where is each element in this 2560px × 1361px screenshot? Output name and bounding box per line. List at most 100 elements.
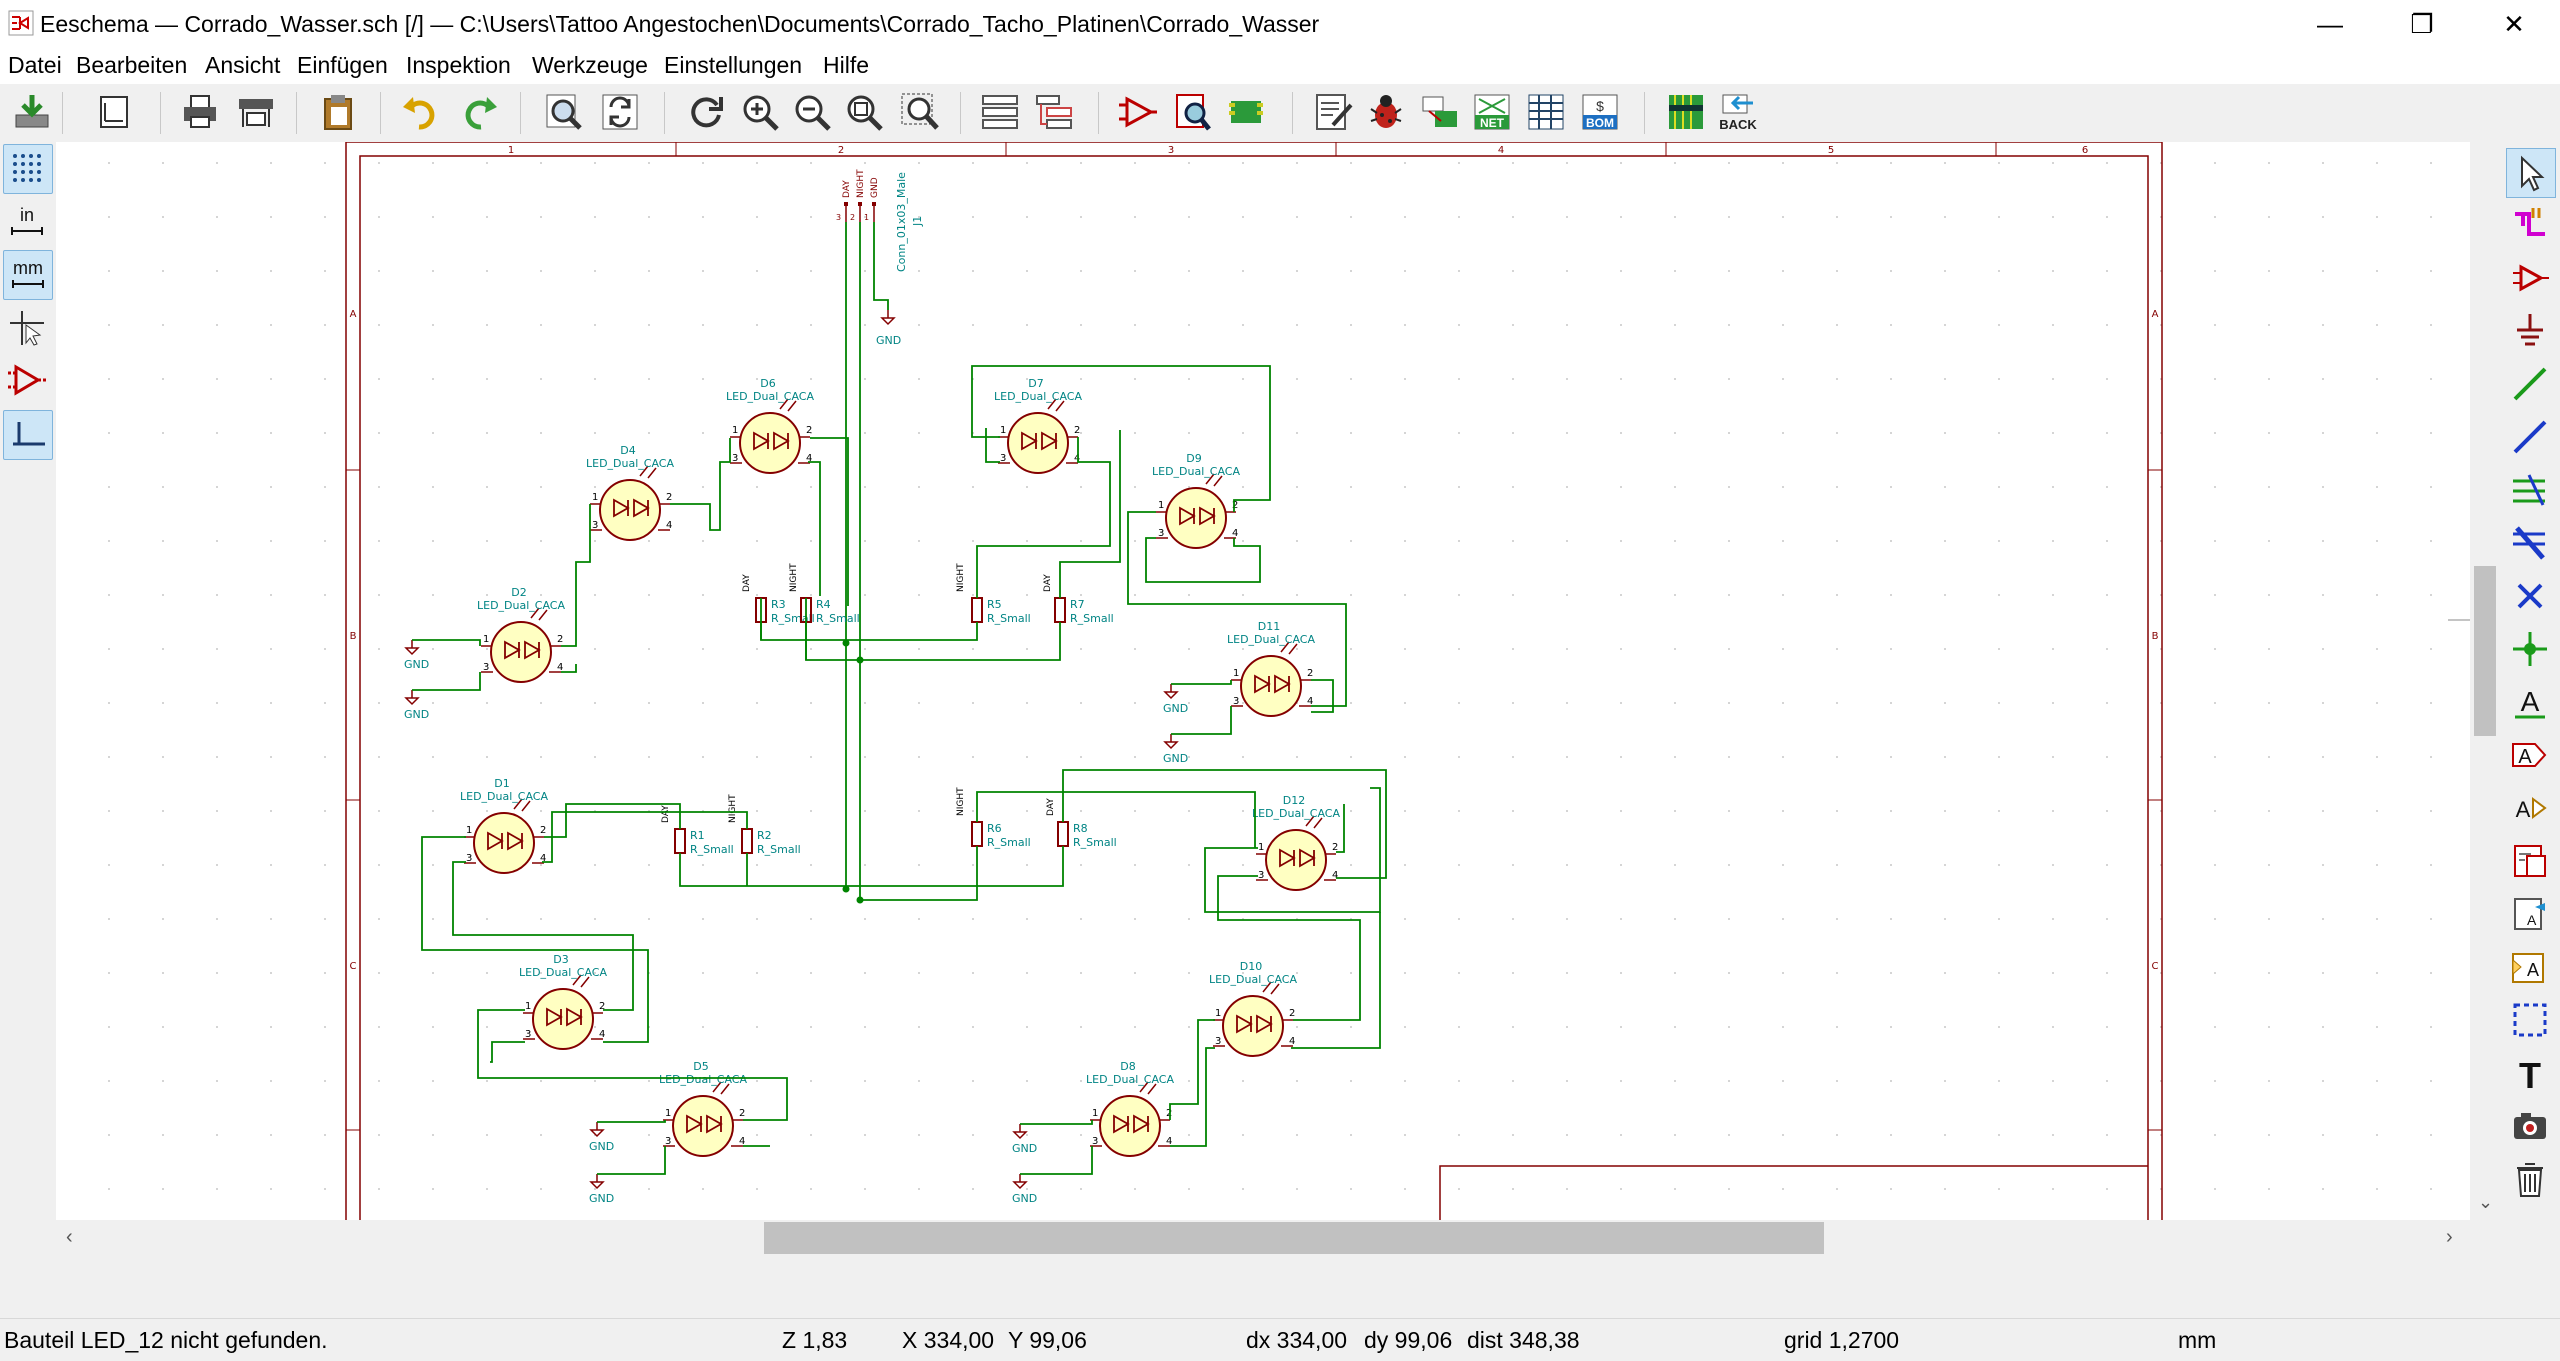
gnd-symbol[interactable] — [589, 1174, 605, 1190]
wire[interactable] — [477, 1009, 788, 1121]
paste-button[interactable] — [314, 87, 362, 137]
plot-button[interactable] — [232, 87, 280, 137]
print-button[interactable] — [176, 87, 224, 137]
zoom-fit-button[interactable] — [840, 87, 888, 137]
connector-j1[interactable] — [844, 202, 876, 222]
wire[interactable] — [670, 438, 731, 531]
mm-units-button[interactable]: mm — [3, 250, 53, 300]
wire[interactable] — [412, 639, 481, 646]
wire[interactable] — [1217, 875, 1361, 1000]
delete-button[interactable] — [2506, 1155, 2554, 1203]
back-annotate-button[interactable]: BACK — [1714, 87, 1762, 137]
menu-datei[interactable]: Datei — [8, 52, 62, 78]
add-global-label-button[interactable]: A — [2506, 731, 2554, 779]
vertical-scrollbar[interactable]: ⌄ — [2470, 142, 2500, 1220]
menu-hilfe[interactable]: Hilfe — [823, 52, 870, 78]
wire[interactable] — [1169, 1019, 1215, 1120]
add-sheet-button[interactable] — [2506, 837, 2554, 885]
wire[interactable] — [597, 1120, 666, 1123]
hierarchy-navigator-button[interactable] — [976, 87, 1024, 137]
add-bus-entry-button[interactable] — [2506, 519, 2554, 567]
wire[interactable] — [1291, 912, 1381, 1049]
zoom-out-button[interactable] — [788, 87, 836, 137]
gnd-symbol[interactable] — [404, 640, 420, 656]
led-d9[interactable] — [1156, 473, 1236, 549]
wire[interactable] — [1145, 537, 1261, 583]
menu-inspektion[interactable]: Inspektion — [406, 52, 511, 78]
scroll-left-icon[interactable]: ‹ — [66, 1226, 73, 1248]
gnd-symbol[interactable] — [1163, 734, 1179, 750]
menu-ansicht[interactable]: Ansicht — [205, 52, 281, 78]
led-d7[interactable] — [998, 398, 1078, 474]
junction-dot[interactable] — [856, 656, 864, 664]
led-d11[interactable] — [1231, 641, 1311, 717]
save-button[interactable] — [8, 87, 56, 137]
scroll-right-icon[interactable]: › — [2446, 1226, 2453, 1248]
wire[interactable] — [985, 428, 1000, 463]
led-d12[interactable] — [1256, 815, 1336, 891]
junction-dot[interactable] — [842, 885, 850, 893]
page-settings-button[interactable] — [90, 87, 138, 137]
bom-button[interactable]: $BOM — [1576, 87, 1624, 137]
close-button[interactable]: ✕ — [2468, 0, 2560, 48]
select-tool-button[interactable] — [2506, 148, 2556, 198]
scroll-down-icon[interactable]: ⌄ — [2478, 1192, 2494, 1212]
wire[interactable] — [542, 811, 748, 863]
wire[interactable] — [1311, 679, 1334, 713]
vertical-scroll-thumb[interactable] — [2474, 566, 2496, 736]
wire[interactable] — [846, 846, 1064, 887]
wire[interactable] — [1336, 804, 1345, 853]
wire[interactable] — [597, 1146, 666, 1175]
menu-bearbeiten[interactable]: Bearbeiten — [76, 52, 188, 78]
led-d1[interactable] — [464, 798, 544, 874]
add-bus-button[interactable] — [2506, 413, 2554, 461]
minimize-button[interactable]: — — [2284, 0, 2376, 48]
import-sheet-pin-button[interactable]: A — [2506, 890, 2554, 938]
wire[interactable] — [810, 437, 849, 606]
wire[interactable] — [1293, 1000, 1361, 1021]
wire[interactable] — [971, 365, 1271, 512]
undo-button[interactable] — [398, 87, 446, 137]
wire[interactable] — [1020, 1146, 1093, 1175]
find-replace-button[interactable] — [596, 87, 644, 137]
wire-45-degree-button[interactable] — [3, 410, 53, 460]
junction-dot[interactable] — [856, 896, 864, 904]
annotate-button[interactable] — [1310, 87, 1358, 137]
gnd-symbol[interactable] — [589, 1122, 605, 1138]
add-wire-button[interactable] — [2506, 360, 2554, 408]
wire[interactable] — [561, 664, 577, 673]
wire[interactable] — [1062, 769, 1387, 879]
gnd-symbol[interactable] — [1163, 684, 1179, 700]
redraw-button[interactable] — [682, 87, 730, 137]
no-connect-button[interactable] — [2506, 572, 2554, 620]
gnd-symbol[interactable] — [404, 690, 420, 706]
gnd-symbol[interactable] — [1012, 1124, 1028, 1140]
add-image-button[interactable] — [2506, 1102, 2554, 1150]
maximize-button[interactable]: ❐ — [2376, 0, 2468, 48]
wire[interactable] — [808, 461, 821, 596]
add-sheet-pin-button[interactable]: A — [2506, 943, 2554, 991]
wire[interactable] — [846, 622, 978, 641]
zoom-in-button[interactable] — [736, 87, 784, 137]
wire[interactable] — [1059, 430, 1121, 598]
wire[interactable] — [1020, 1120, 1093, 1125]
add-wire-bus-entry-button[interactable] — [2506, 466, 2554, 514]
netlist-button[interactable]: NET — [1468, 87, 1516, 137]
led-d8[interactable] — [1090, 1081, 1170, 1157]
led-d2[interactable] — [481, 607, 561, 683]
wire[interactable] — [679, 853, 846, 887]
add-symbol-button[interactable] — [2506, 254, 2554, 302]
wire[interactable] — [860, 622, 1061, 661]
wire[interactable] — [976, 437, 1111, 598]
junction-dot[interactable] — [842, 639, 850, 647]
wire[interactable] — [873, 222, 889, 310]
symbol-editor-button[interactable] — [1114, 87, 1162, 137]
add-hier-label-button[interactable]: A — [2506, 784, 2554, 832]
wire[interactable] — [561, 504, 591, 647]
wire[interactable] — [452, 861, 634, 1011]
wire[interactable] — [976, 791, 1256, 848]
grid-toggle-button[interactable] — [3, 144, 53, 194]
wire[interactable] — [1170, 1047, 1215, 1147]
wire[interactable] — [1171, 706, 1232, 735]
add-text-button[interactable]: T — [2506, 1049, 2554, 1097]
